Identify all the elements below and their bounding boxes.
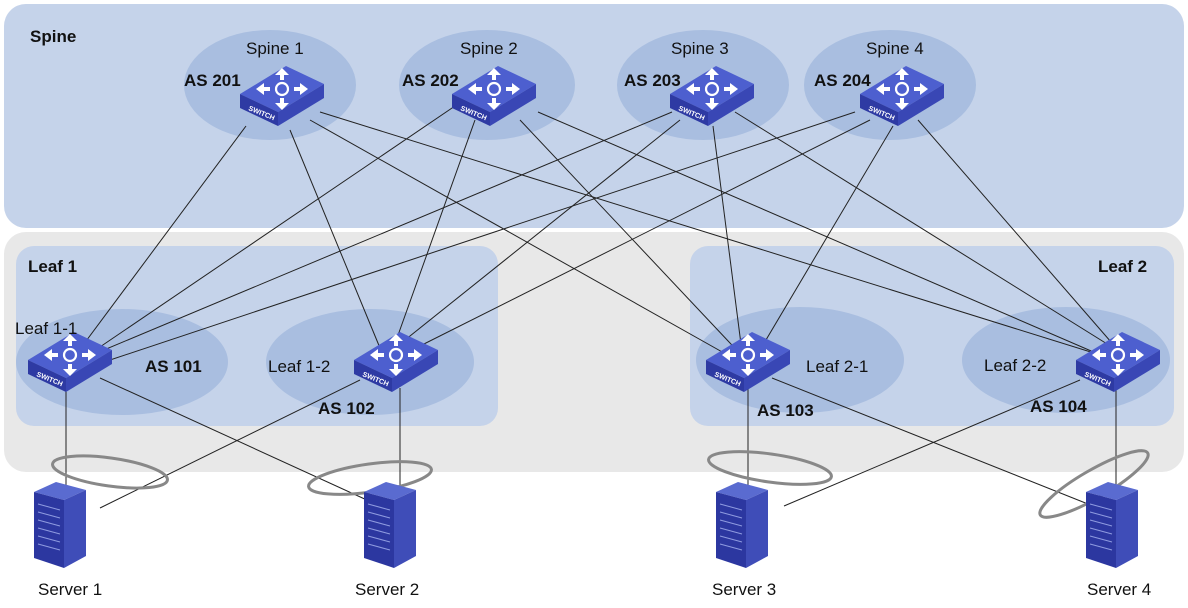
leaf12-name: Leaf 1-2 bbox=[268, 357, 331, 376]
server3-icon bbox=[715, 481, 769, 569]
spine2-name: Spine 2 bbox=[460, 39, 518, 58]
spine3-name: Spine 3 bbox=[671, 39, 729, 58]
spine2-as: AS 202 bbox=[402, 71, 459, 90]
server1-label: Server 1 bbox=[38, 580, 103, 599]
server2-icon bbox=[363, 481, 417, 569]
server1-icon bbox=[33, 481, 87, 569]
spine1-name: Spine 1 bbox=[246, 39, 304, 58]
spine-leaf-links bbox=[65, 105, 1121, 371]
leaf1-zone-title: Leaf 1 bbox=[28, 257, 78, 276]
server4-icon bbox=[1085, 481, 1139, 569]
spine3-as: AS 203 bbox=[624, 71, 681, 90]
leaf22-name: Leaf 2-2 bbox=[984, 356, 1047, 375]
leaf22-as: AS 104 bbox=[1030, 397, 1087, 416]
leaf21-as: AS 103 bbox=[757, 401, 814, 420]
leaf11-as: AS 101 bbox=[145, 357, 202, 376]
leaf21-name: Leaf 2-1 bbox=[806, 357, 869, 376]
spine-zone-title: Spine bbox=[30, 27, 77, 46]
leaf11-name: Leaf 1-1 bbox=[15, 319, 78, 338]
leaf12-as: AS 102 bbox=[318, 399, 375, 418]
spine4-as: AS 204 bbox=[814, 71, 871, 90]
server4-label: Server 4 bbox=[1087, 580, 1152, 599]
server3-label: Server 3 bbox=[712, 580, 777, 599]
spine4-name: Spine 4 bbox=[866, 39, 924, 58]
spine1-as: AS 201 bbox=[184, 71, 241, 90]
spine-zone bbox=[4, 4, 1184, 228]
leaf2-zone-title: Leaf 2 bbox=[1098, 257, 1148, 276]
server2-label: Server 2 bbox=[355, 580, 420, 599]
